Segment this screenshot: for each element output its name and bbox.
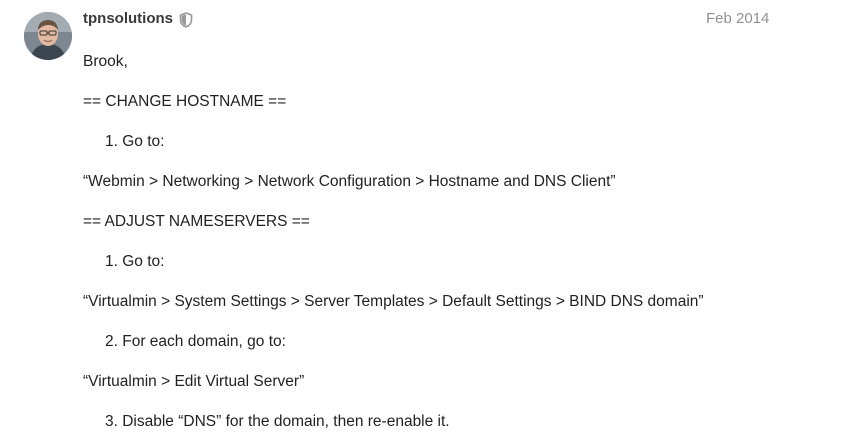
list-item: 1. Go to: bbox=[105, 133, 165, 150]
post-line-path: “Virtualmin > System Settings > Server T… bbox=[83, 293, 704, 310]
post-date[interactable]: Feb 2014 bbox=[706, 10, 770, 27]
post-line-greeting: Brook, bbox=[83, 53, 128, 70]
shield-icon bbox=[179, 12, 193, 28]
post-line-path: “Webmin > Networking > Network Configura… bbox=[83, 173, 616, 190]
list-item: 1. Go to: bbox=[105, 253, 165, 270]
avatar[interactable] bbox=[24, 12, 72, 60]
post-line-path: “Virtualmin > Edit Virtual Server” bbox=[83, 373, 305, 390]
list-item: 2. For each domain, go to: bbox=[105, 333, 286, 350]
username-link[interactable]: tpnsolutions bbox=[83, 10, 173, 27]
post-heading-change-hostname: == CHANGE HOSTNAME == bbox=[83, 93, 287, 110]
post-heading-adjust-nameservers: == ADJUST NAMESERVERS == bbox=[83, 213, 310, 230]
avatar-image bbox=[24, 12, 72, 60]
list-item: 3. Disable “DNS” for the domain, then re… bbox=[105, 413, 450, 430]
